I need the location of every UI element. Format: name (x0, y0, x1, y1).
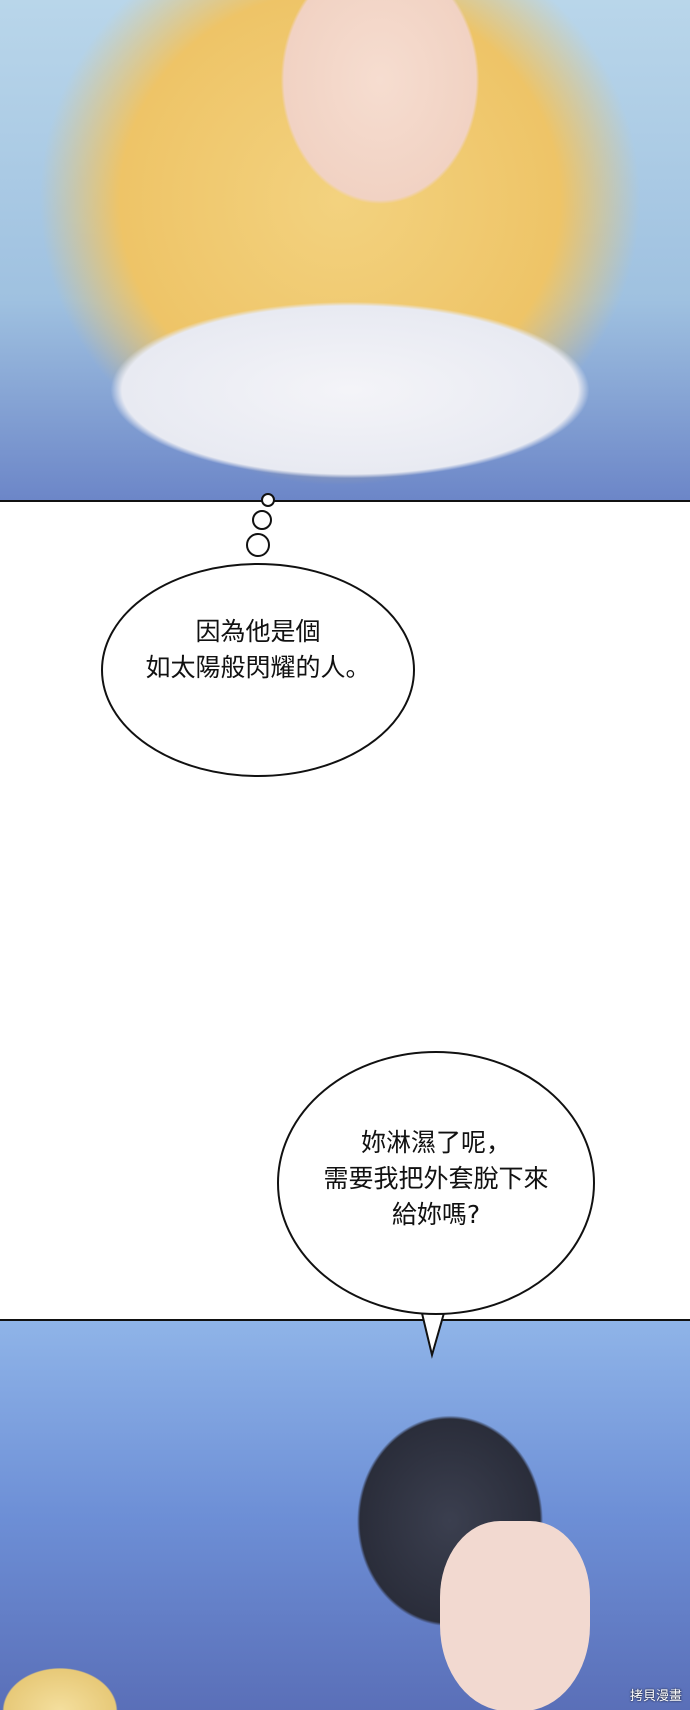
bubble-line: 妳淋濕了呢， (360, 1128, 511, 1157)
bubble-line: 如太陽般閃耀的人。 (145, 653, 371, 682)
character-face (440, 1521, 590, 1710)
bubble-tail (419, 1304, 447, 1359)
thought-dot (261, 493, 275, 507)
watermark: 拷貝漫畫 (629, 1689, 682, 1704)
bubble-line: 因為他是個 (195, 617, 321, 646)
thought-bubble-text: 因為他是個 如太陽般閃耀的人。 (102, 614, 414, 686)
speech-bubble-text: 妳淋濕了呢， 需要我把外套脫下來 給妳嗎? (278, 1125, 594, 1233)
speech-bubble (277, 1051, 595, 1315)
thought-dot (246, 533, 270, 557)
bubble-line: 給妳嗎? (391, 1200, 481, 1229)
bottom-panel-illustration (0, 1319, 690, 1710)
top-panel-illustration (0, 0, 690, 502)
bubble-line: 需要我把外套脫下來 (323, 1164, 549, 1193)
thought-dot (252, 510, 272, 530)
thought-bubble (101, 563, 415, 777)
